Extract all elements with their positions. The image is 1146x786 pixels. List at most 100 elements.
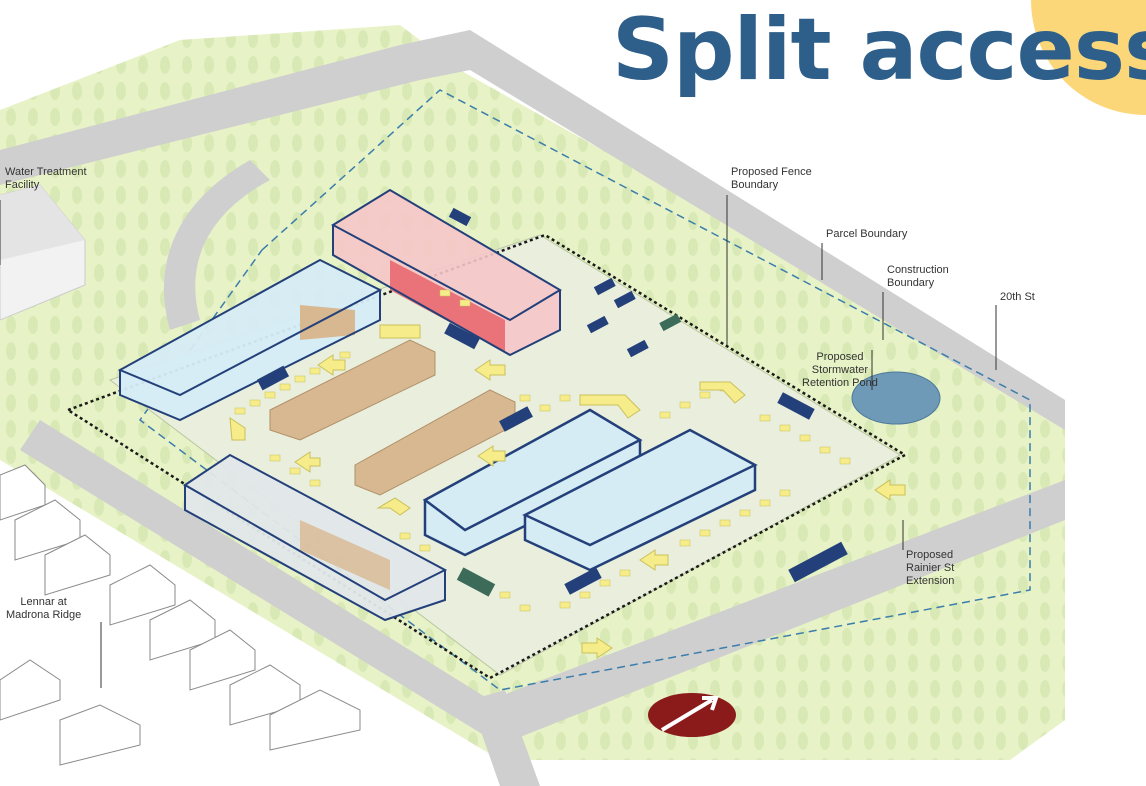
label-fence-boundary: Proposed Fence Boundary [731, 166, 812, 191]
car [559, 394, 571, 402]
car [499, 591, 511, 599]
car [579, 591, 591, 599]
building-north-red [330, 188, 562, 357]
car [459, 299, 471, 307]
truck [499, 406, 533, 432]
car [719, 519, 731, 527]
car [289, 467, 301, 475]
building-south-gray [183, 453, 448, 622]
label-lennar: Lennar at Madrona Ridge [6, 596, 82, 621]
arrow-icon [874, 479, 906, 501]
car [699, 529, 711, 537]
car [309, 479, 321, 487]
car [779, 424, 791, 432]
truck [256, 365, 290, 391]
page-title: Split access [612, 0, 1146, 100]
building-center-tan-1 [269, 339, 436, 441]
truck [626, 339, 649, 358]
arrow-icon [699, 381, 746, 404]
accent-circle [1031, 0, 1146, 115]
car [539, 404, 551, 412]
car [799, 434, 811, 442]
arrow-icon [294, 451, 321, 473]
label-parcel-boundary: Parcel Boundary [826, 228, 908, 240]
car [759, 414, 771, 422]
car [699, 391, 711, 399]
house [0, 659, 61, 721]
house [109, 564, 176, 626]
truck [777, 392, 815, 420]
building-east-blue-2 [522, 428, 758, 572]
house [0, 464, 46, 521]
car [399, 532, 411, 540]
car [519, 604, 531, 612]
car [339, 351, 351, 359]
truck [444, 322, 480, 350]
car [419, 544, 431, 552]
water-treatment-roof [0, 185, 85, 260]
car [294, 375, 306, 383]
car [839, 457, 851, 465]
truck [613, 290, 636, 309]
car [269, 454, 281, 462]
arrow-icon [639, 549, 669, 571]
house [44, 534, 111, 596]
house [189, 629, 256, 691]
truck [456, 567, 496, 597]
arrow-icon [317, 354, 346, 376]
arrow-icon [579, 394, 641, 419]
car [599, 579, 611, 587]
truck [659, 313, 682, 332]
label-leader-lines [0, 195, 997, 688]
car [559, 601, 571, 609]
residential-houses [0, 464, 361, 766]
car [739, 509, 751, 517]
retention-pond [851, 371, 941, 425]
car [439, 289, 451, 297]
car [819, 446, 831, 454]
arrow-icon [474, 359, 506, 381]
label-water-treatment: Water Treatment Facility [5, 166, 87, 191]
building-west-blue [117, 258, 383, 422]
arrow-icon [379, 324, 421, 339]
car [279, 383, 291, 391]
arrow-icon [477, 445, 506, 467]
car [619, 569, 631, 577]
car [679, 539, 691, 547]
truck-group [256, 207, 848, 597]
car [659, 411, 671, 419]
truck [593, 277, 616, 296]
traffic-arrows [229, 324, 906, 659]
bottom-road [20, 420, 1065, 745]
car [759, 499, 771, 507]
label-construction-boundary: Construction Boundary [887, 264, 949, 289]
car [519, 394, 531, 402]
label-20th-st: 20th St [1000, 291, 1035, 303]
arrow-icon [376, 497, 411, 516]
arrow-logo-icon [648, 693, 736, 737]
label-rainier-extension: Proposed Rainier St Extension [906, 549, 955, 587]
truck [788, 541, 848, 583]
parking-cars [234, 289, 851, 612]
construction-boundary-line [138, 89, 1031, 691]
house [59, 704, 141, 766]
car [264, 391, 276, 399]
truck [448, 207, 472, 227]
truck [586, 315, 609, 334]
label-stormwater-pond: Proposed Stormwater Retention Pond [802, 351, 878, 389]
car [249, 399, 261, 407]
house [269, 689, 361, 751]
arrow-icon [229, 417, 246, 441]
car [679, 401, 691, 409]
house [149, 599, 216, 661]
car [234, 407, 246, 415]
side-road [470, 690, 540, 786]
car [779, 489, 791, 497]
house [14, 499, 81, 561]
arrow-icon [581, 637, 613, 659]
car [309, 367, 321, 375]
curved-road [163, 160, 270, 330]
truck [564, 567, 602, 595]
